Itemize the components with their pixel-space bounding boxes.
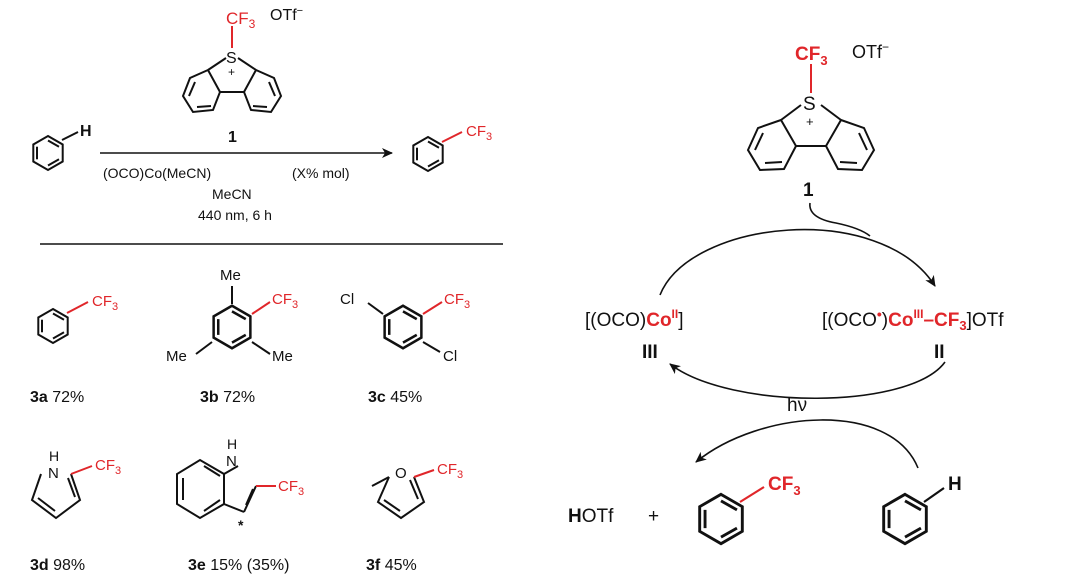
substrate-3e: H N CF3 * 3e 15% (35%) [176, 436, 304, 574]
substrate-3c: Cl CF3 Cl 3c 45% [340, 291, 470, 406]
plus-sign: + [648, 506, 659, 527]
substrate-3f-o: O [395, 465, 407, 482]
substrate-3f-cf3: CF3 [437, 461, 463, 481]
reagent-number: 1 [228, 129, 237, 146]
product-top: CF3 [412, 123, 492, 172]
cycle-reagent-counterion: OTf− [852, 40, 889, 62]
light-label: hν [787, 395, 807, 416]
cycle-top-arrow [659, 228, 936, 296]
substrate-3d-n: N [48, 465, 59, 482]
cobalt-ii-complex: [(OCO)CoII] III [585, 307, 684, 363]
cycle-substrate-h: H [948, 474, 962, 495]
cycle-reagent-cf3: CF3 [795, 44, 828, 68]
solvent-label: MeCN [212, 186, 252, 202]
reagent-entry-arrow [809, 202, 871, 237]
substrate-3e-h: H [227, 436, 237, 452]
substrate-3a-label: 3a 72% [30, 389, 84, 406]
cycle-bottom-arrow [669, 361, 946, 400]
substrate-3e-star: * [238, 517, 244, 533]
substrate-3b-cf3: CF3 [272, 291, 298, 311]
substrate-3f: O CF3 3f 45% [366, 461, 463, 574]
substrate-3b: Me CF3 Me Me 3b 72% [166, 267, 298, 406]
cycle-reagent-sulfur: S [803, 94, 816, 115]
substrate-3e-n: N [226, 453, 237, 470]
start-h: H [80, 123, 92, 140]
benzene-start: H [32, 123, 92, 171]
substrate-3c-cl1: Cl [340, 291, 354, 308]
cycle-substrate: H [882, 474, 962, 546]
cobalt-ii-label: III [642, 342, 658, 363]
hotf-text: HOTf [568, 506, 614, 527]
substrate-3b-me1: Me [220, 267, 241, 284]
reagent-1-top: CF3 OTf− S + 1 [181, 5, 303, 146]
substrate-3d: H N CF3 3d 98% [30, 448, 121, 574]
cycle-reagent-1: CF3 OTf− S + 1 [746, 40, 889, 201]
reagent-cf3: CF3 [226, 9, 256, 31]
cobalt-iii-label: II [934, 342, 945, 363]
reagent-sulfur: S [226, 50, 237, 67]
substrate-3a: CF3 3a 72% [30, 293, 118, 406]
cycle-reagent-number: 1 [803, 180, 814, 201]
cobalt-iii-complex: [(OCO•)CoIII–CF3]OTf II [822, 306, 1004, 363]
cobalt-iii-formula: [(OCO•)CoIII–CF3]OTf [822, 306, 1004, 333]
reagent-plus: + [228, 65, 235, 79]
substrate-3e-label: 3e 15% (35%) [188, 557, 289, 574]
conditions-label: 440 nm, 6 h [198, 207, 272, 223]
loading-label: (X% mol) [292, 165, 350, 181]
cycle-reagent-plus: + [806, 114, 814, 129]
substrate-3c-label: 3c 45% [368, 389, 422, 406]
substrate-3e-cf3: CF3 [278, 478, 304, 498]
substrate-3a-cf3: CF3 [92, 293, 118, 313]
substrate-3b-me3: Me [166, 348, 187, 365]
substrate-3d-h: H [49, 448, 59, 464]
substrate-3b-label: 3b 72% [200, 389, 255, 406]
product-release-arrow [695, 419, 919, 469]
substrate-3c-cf3: CF3 [444, 291, 470, 311]
catalyst-label: (OCO)Co(MeCN) [103, 165, 211, 181]
cobalt-ii-formula: [(OCO)CoII] [585, 307, 684, 331]
substrate-3b-me2: Me [272, 348, 293, 365]
cycle-product: CF3 [698, 474, 801, 546]
substrate-3d-cf3: CF3 [95, 457, 121, 477]
substrate-3d-label: 3d 98% [30, 557, 85, 574]
byproduct-hotf: HOTf + [568, 506, 659, 527]
cycle-product-cf3: CF3 [768, 474, 801, 498]
reagent-counterion: OTf− [270, 5, 303, 24]
product-top-cf3: CF3 [466, 123, 492, 143]
substrate-3f-label: 3f 45% [366, 557, 417, 574]
substrate-3c-cl2: Cl [443, 348, 457, 365]
